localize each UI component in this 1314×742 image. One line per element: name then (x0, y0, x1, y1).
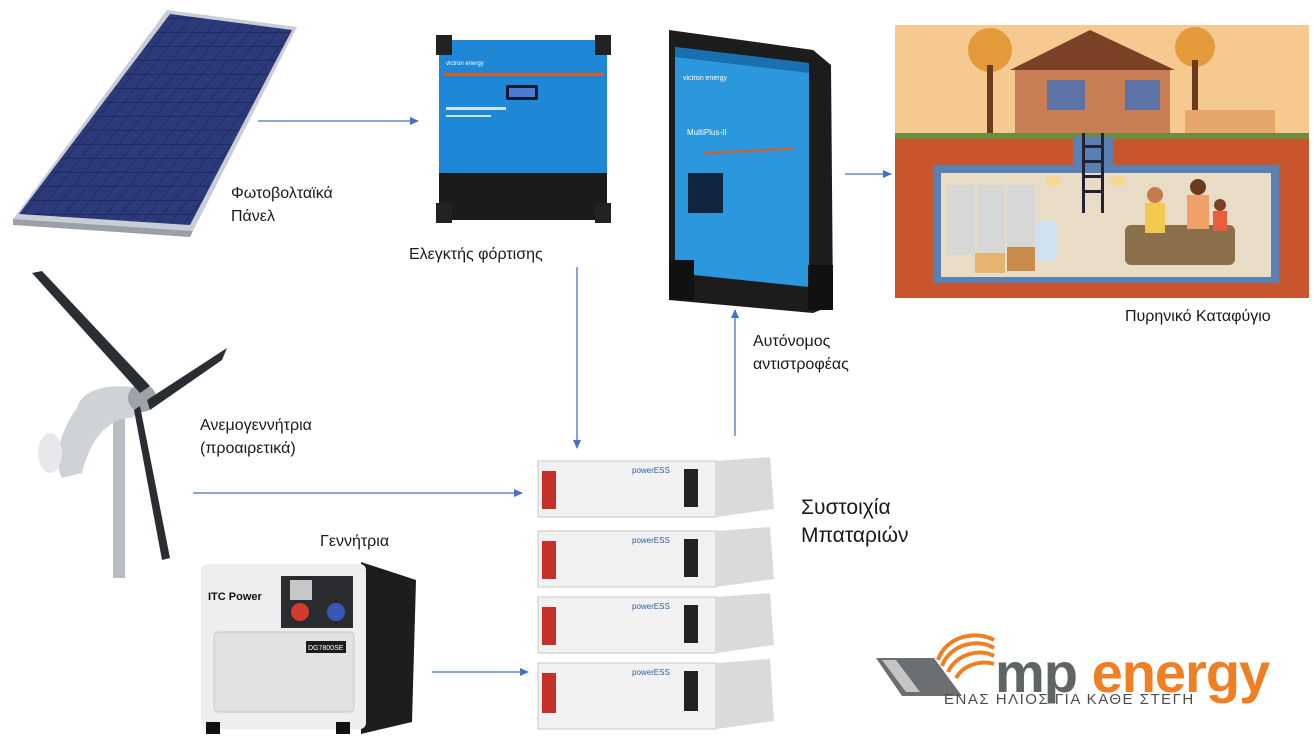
mp-energy-logo-text: mp energy (995, 645, 1270, 701)
wind-turbine-image (32, 271, 227, 578)
generator-image: ITC Power DG7800SE (201, 562, 416, 734)
generator-label: Γεννήτρια (320, 533, 390, 550)
battery-brand-text-2: powerESS (632, 536, 670, 545)
shelter-label: Πυρηνικό Καταφύγιο (1125, 308, 1271, 325)
inverter-model-text: MultiPlus-II (687, 128, 727, 137)
logo-word-mp: mp (995, 641, 1078, 704)
battery-brand-text-1: powerESS (632, 466, 670, 475)
battery-module-3: powerESS (537, 593, 774, 654)
inverter-label: Αυτόνομος αντιστροφέας (753, 333, 849, 373)
logo-word-energy: energy (1091, 641, 1271, 704)
svg-text:victron energy: victron energy (683, 75, 727, 82)
inverter-image: victron energy MultiPlus-II (669, 30, 833, 313)
charge-controller-image: victron energy (436, 35, 611, 223)
battery-bank-label: Συστοιχία Μπαταριών (801, 496, 909, 547)
battery-module-1: powerESS (537, 457, 774, 518)
charge-controller-label: Ελεγκτής φόρτισης (409, 246, 543, 263)
wind-turbine-label: Ανεμογεννήτρια (προαιρετικά) (200, 417, 312, 457)
battery-module-4: powerESS (537, 659, 774, 730)
solar-panels-label: Φωτοβολταϊκά Πάνελ (231, 185, 333, 225)
battery-brand-text-4: powerESS (632, 668, 670, 677)
generator-model-text: DG7800SE (308, 645, 344, 652)
logo-tagline: ΕΝΑΣ ΗΛΙΟΣ ΓΙΑ ΚΑΘΕ ΣΤΕΓΗ (944, 691, 1195, 708)
battery-module-2: powerESS (537, 527, 774, 588)
solar-panel-image (13, 10, 297, 237)
battery-brand-text-3: powerESS (632, 602, 670, 611)
shelter-illustration (895, 25, 1309, 298)
mp-energy-logo-mark (876, 633, 996, 696)
controller-brand-text: victron energy (446, 61, 484, 67)
battery-bank-image: powerESS powerESS powerESS powerESS (537, 457, 774, 730)
generator-brand-text: ITC Power (208, 591, 263, 603)
